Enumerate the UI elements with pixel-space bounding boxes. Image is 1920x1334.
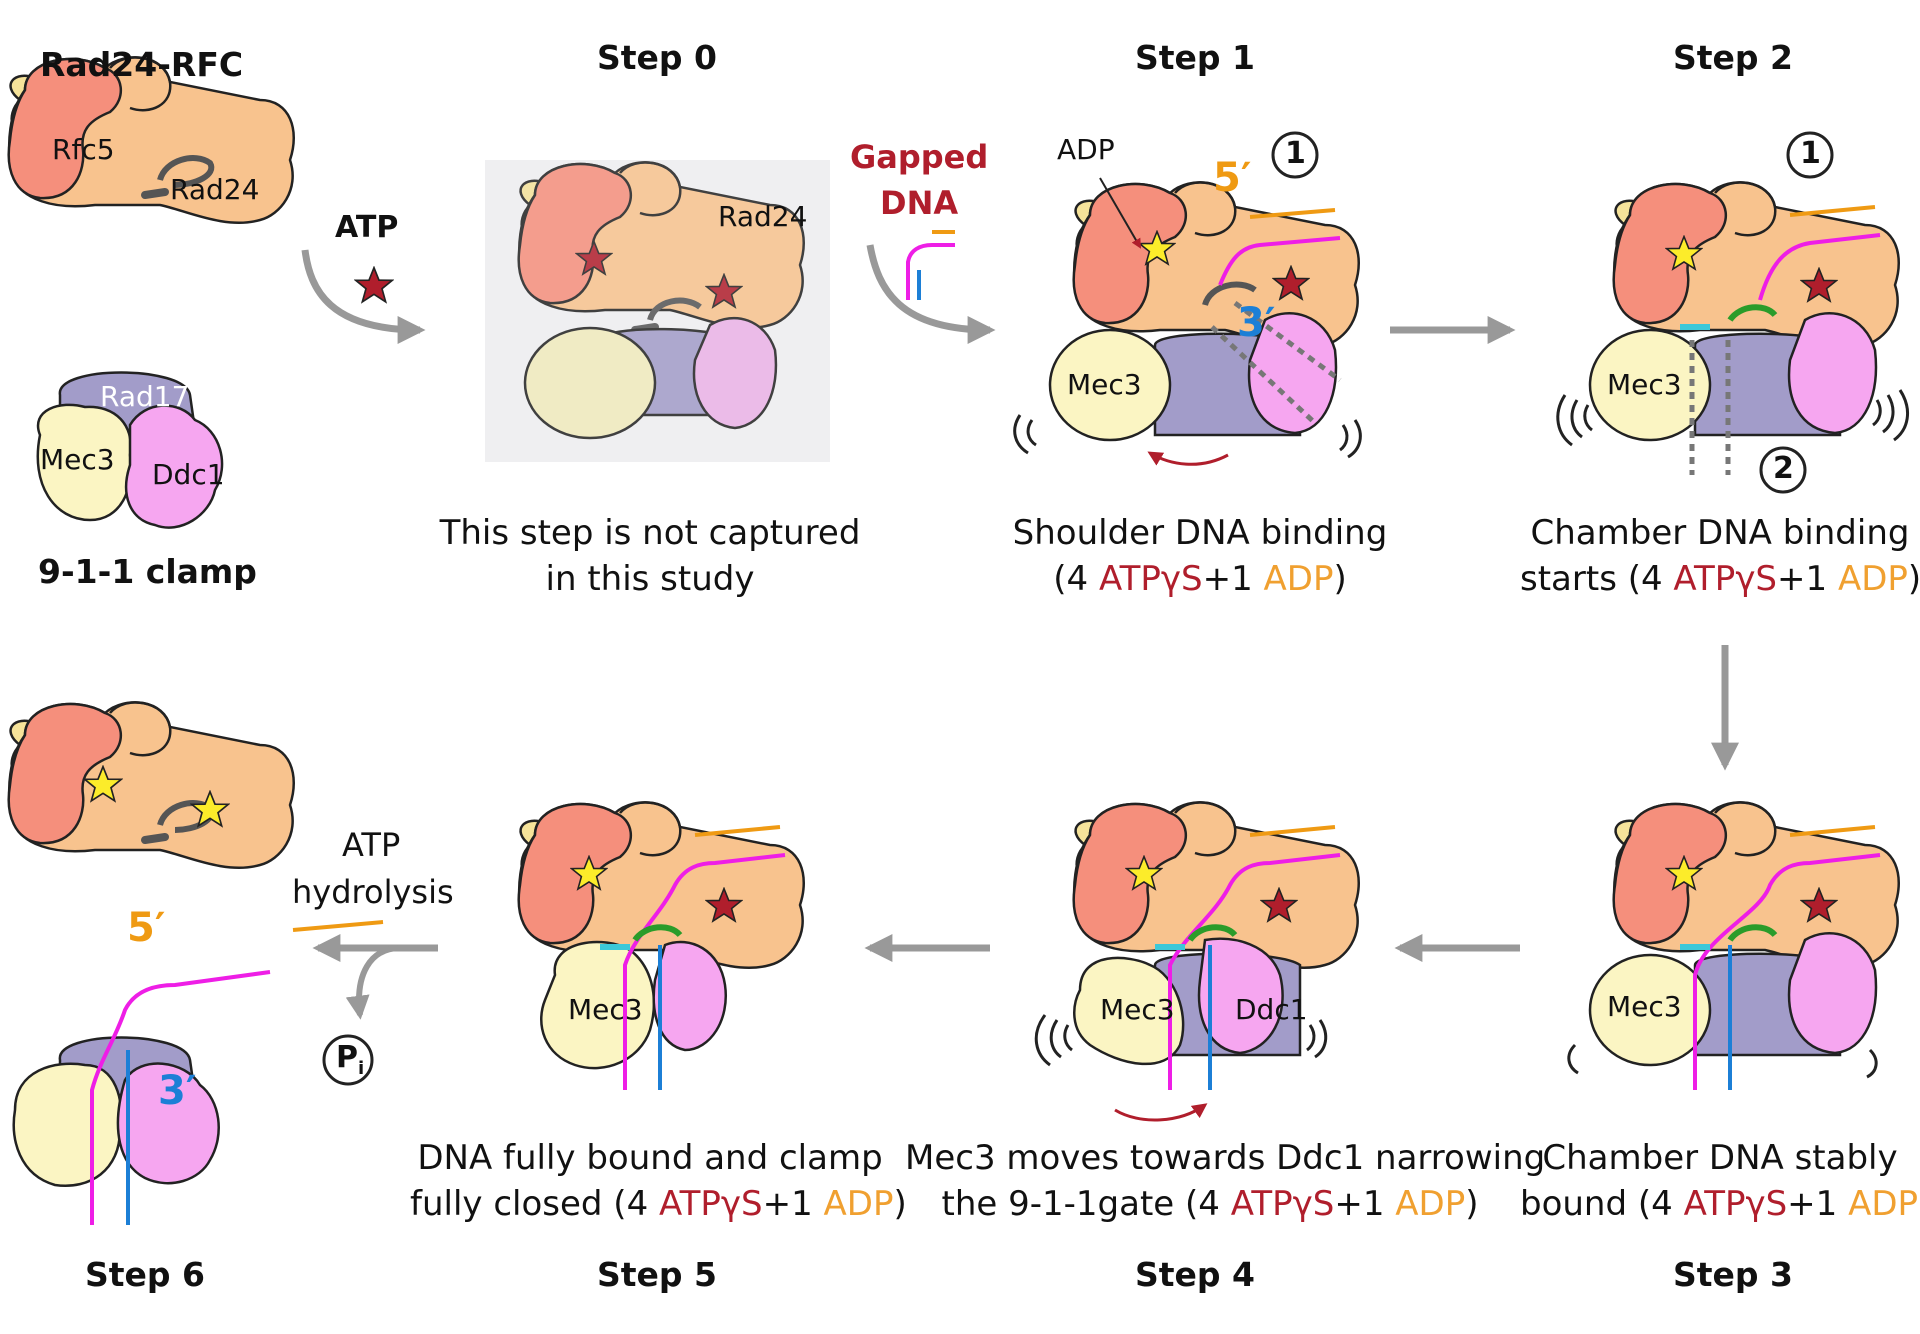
step4-mec3-label: Mec3: [1100, 993, 1175, 1026]
step2-complex: [1556, 181, 1910, 475]
mec3-label: Mec3: [40, 443, 115, 476]
step0-title: Step 0: [597, 38, 717, 77]
rad17-label: Rad17: [100, 380, 190, 413]
step3-caption: Chamber DNA stably bound (4 ATPγS+1 ADP): [1520, 1138, 1920, 1224]
step2-mec3-label: Mec3: [1607, 368, 1682, 401]
step2-caption: Chamber DNA binding starts (4 ATPγS+1 AD…: [1520, 513, 1920, 599]
step5-title: Step 5: [597, 1255, 717, 1294]
step4-caption: Mec3 moves towards Ddc1 narrowing the 9-…: [905, 1138, 1546, 1224]
step1-three-prime: 3′: [1237, 300, 1276, 346]
hydrolysis-arrow: [312, 934, 438, 1086]
atp-label: ATP: [335, 210, 399, 245]
step2-circle-1: 1: [1800, 136, 1821, 171]
step5-caption: DNA fully bound and clamp fully closed (…: [410, 1138, 907, 1224]
ddc1-label: Ddc1: [152, 458, 225, 491]
clamp-title: 9-1-1 clamp: [38, 552, 257, 591]
rfc5-label: Rfc5: [52, 133, 115, 166]
step1-mec3-label: Mec3: [1067, 368, 1142, 401]
step1-five-prime: 5′: [1213, 155, 1252, 201]
step5-complex: [517, 801, 806, 1090]
atp-hydrolysis-label-1: ATP: [342, 826, 401, 864]
step6-clamp: [12, 920, 384, 1225]
step0-rad24-label: Rad24: [718, 200, 808, 233]
step3-title: Step 3: [1673, 1255, 1793, 1294]
atp-hydrolysis-label-2: hydrolysis: [292, 873, 454, 911]
step5-mec3-label: Mec3: [568, 993, 643, 1026]
step6-loader: [7, 701, 296, 870]
gapped-dna-label-1: Gapped: [850, 138, 989, 176]
pi-label: Pi: [336, 1040, 365, 1079]
step4-title: Step 4: [1135, 1255, 1255, 1294]
rad24-rfc-complex: [7, 56, 296, 225]
step0-complex: [517, 161, 806, 440]
clamp-911: [36, 371, 224, 529]
adp-label: ADP: [1057, 133, 1115, 166]
step3-mec3-label: Mec3: [1607, 990, 1682, 1023]
step6-title: Step 6: [85, 1255, 205, 1294]
atp-arrow: [301, 249, 426, 344]
step1-title: Step 1: [1135, 38, 1255, 77]
gapped-dna-label-2: DNA: [880, 184, 959, 222]
gapped-dna-arrow: [866, 230, 996, 344]
step4-ddc1-label: Ddc1: [1235, 993, 1308, 1026]
rad24-label: Rad24: [170, 173, 260, 206]
step1-circle-1: 1: [1285, 136, 1306, 171]
step2-circle-2: 2: [1773, 451, 1794, 486]
step0-caption: This step is not captured in this study: [439, 513, 861, 599]
step2-title: Step 2: [1673, 38, 1793, 77]
step1-complex: [1013, 177, 1362, 466]
step4-complex: [1034, 801, 1360, 1122]
step3-complex: [1567, 801, 1900, 1090]
rad24-rfc-title: Rad24-RFC: [40, 45, 244, 84]
step6-five-prime: 5′: [127, 905, 166, 951]
step1-caption: Shoulder DNA binding (4 ATPγS+1 ADP): [1012, 513, 1388, 599]
step6-three-prime: 3′: [158, 1068, 197, 1114]
